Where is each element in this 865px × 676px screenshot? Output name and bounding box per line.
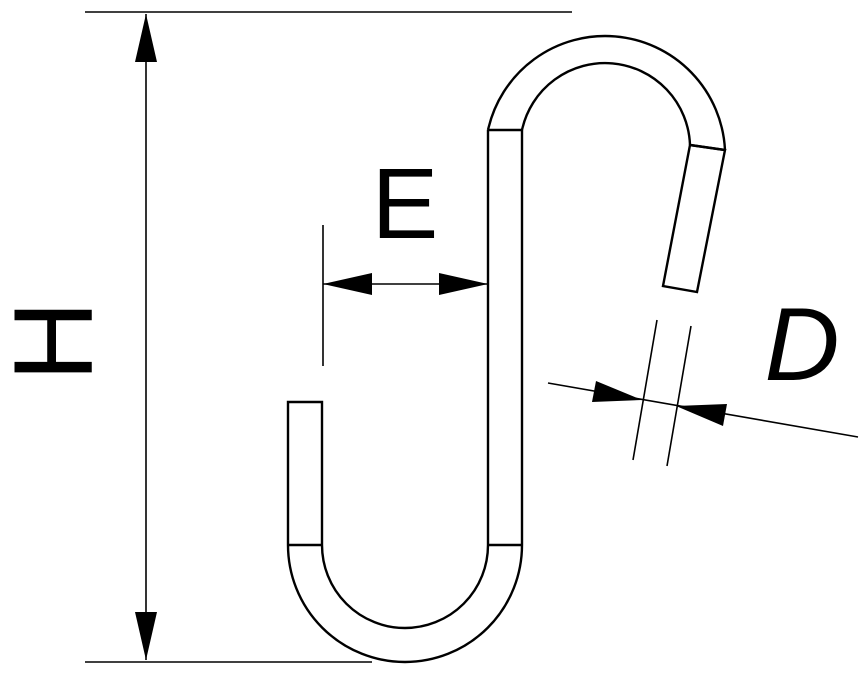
top-tip — [661, 143, 727, 294]
s-hook — [286, 34, 727, 664]
top-bend-outer — [486, 34, 727, 151]
diameter-extension-right — [666, 325, 692, 467]
diameter-arrow-left — [592, 381, 642, 402]
diameter-arrow-right — [676, 404, 727, 426]
top-bend-inner — [520, 61, 692, 146]
height-arrow-top — [135, 14, 157, 62]
width-arrow-left — [323, 273, 372, 295]
height-label: H — [0, 301, 116, 382]
bottom-bend-inner — [320, 544, 490, 630]
diameter-extension-left — [632, 319, 658, 461]
height-dimension: H — [0, 11, 572, 663]
width-label: E — [372, 148, 439, 260]
diameter-label: D — [764, 287, 839, 403]
bottom-tip — [286, 400, 324, 545]
diameter-dimension: D — [547, 287, 859, 467]
width-arrow-right — [439, 273, 488, 295]
height-arrow-bottom — [135, 612, 157, 660]
bottom-bend-outer — [286, 544, 524, 664]
width-dimension: E — [322, 148, 488, 366]
